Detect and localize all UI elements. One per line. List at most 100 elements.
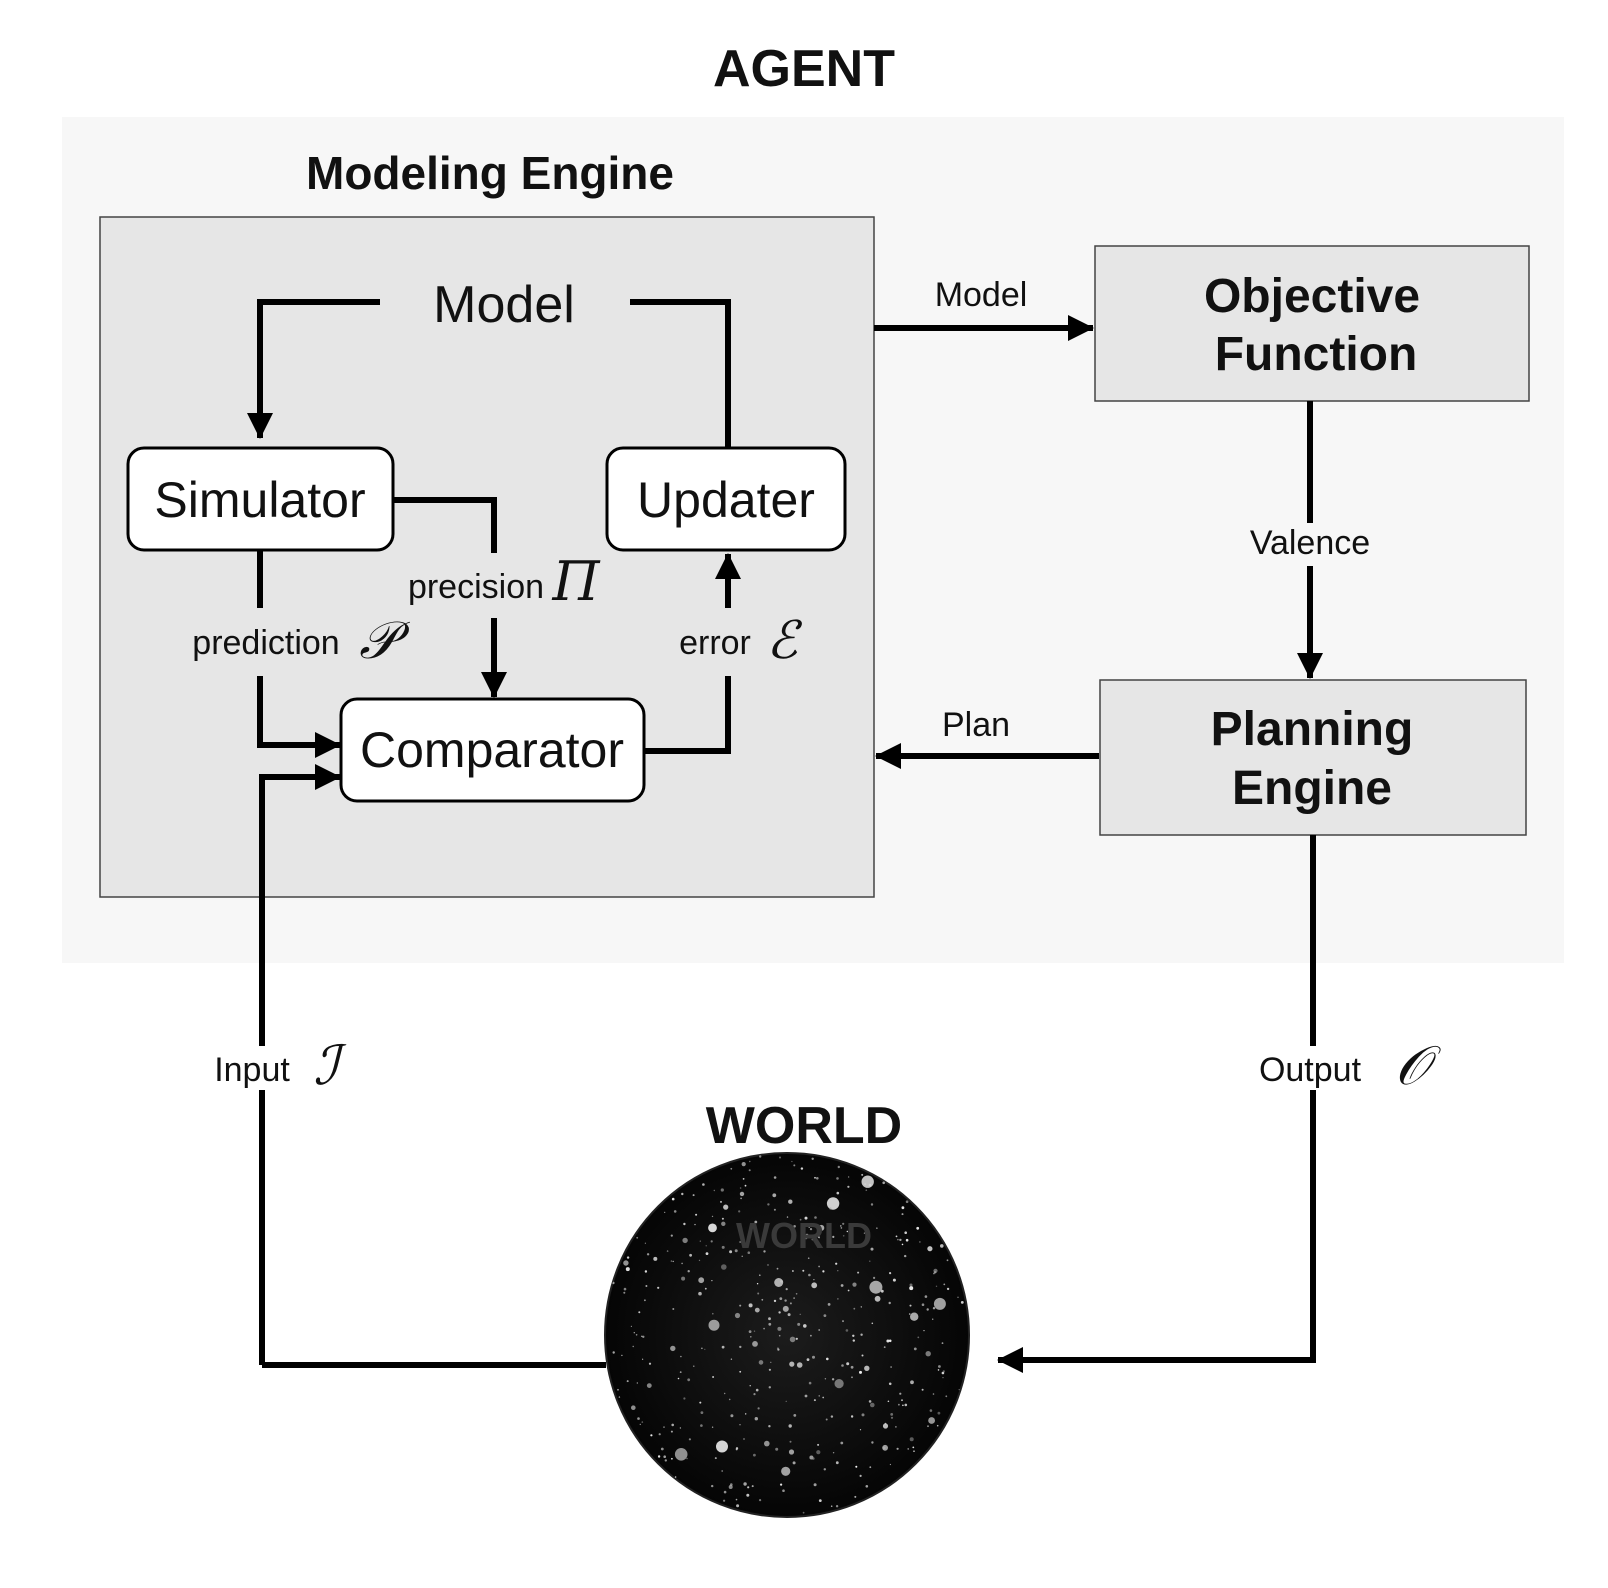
world-star <box>901 1206 905 1210</box>
world-star <box>739 1345 742 1349</box>
world-star <box>689 1253 692 1257</box>
world-star <box>728 1398 731 1401</box>
world-star <box>763 1250 766 1253</box>
world-star <box>919 1241 921 1243</box>
world-star <box>927 1425 929 1428</box>
model-label: Model <box>433 276 575 334</box>
world-star <box>637 1417 640 1420</box>
world-watermark: WORLD <box>736 1215 872 1256</box>
world-star <box>817 1443 820 1446</box>
world-star <box>822 1396 825 1399</box>
world-star <box>730 1414 734 1418</box>
world-star <box>734 1249 738 1253</box>
world-star <box>681 1276 686 1281</box>
world-star <box>813 1483 817 1487</box>
world-star <box>847 1185 850 1188</box>
world-star <box>721 1345 725 1349</box>
world-star <box>957 1296 959 1299</box>
world-star <box>721 1221 726 1227</box>
precision-label: precision <box>408 568 544 606</box>
world-star <box>799 1313 801 1315</box>
world-star <box>958 1389 960 1391</box>
world-star <box>842 1222 845 1225</box>
world-star <box>847 1289 850 1292</box>
world-star <box>751 1485 754 1488</box>
world-star <box>682 1237 688 1244</box>
world-star <box>679 1371 682 1373</box>
world-star <box>739 1191 745 1197</box>
world-star <box>618 1396 621 1398</box>
world-star <box>807 1257 810 1259</box>
world-star <box>803 1324 807 1328</box>
world-star <box>752 1341 758 1347</box>
world-star <box>849 1225 852 1228</box>
world-star <box>882 1423 889 1429</box>
world-star <box>890 1413 894 1416</box>
world-star <box>905 1238 909 1242</box>
world-star <box>936 1424 939 1427</box>
plan-label: Plan <box>942 706 1010 744</box>
world-star <box>756 1283 759 1285</box>
world-star <box>739 1370 742 1373</box>
world-star <box>721 1217 724 1220</box>
world-star <box>687 1378 691 1382</box>
world-star <box>761 1298 764 1301</box>
world-star <box>681 1262 683 1265</box>
world-star <box>742 1178 745 1180</box>
world-star <box>670 1345 676 1352</box>
prediction-to-comparator-wire <box>257 676 341 758</box>
world-star <box>743 1438 745 1440</box>
world-star <box>836 1177 839 1180</box>
planning-engine-line1: Planning <box>1211 703 1414 756</box>
world-star <box>648 1362 652 1365</box>
world-star <box>625 1267 630 1272</box>
world-star <box>829 1207 832 1210</box>
world-image: WORLD <box>604 1152 970 1518</box>
world-star <box>660 1447 664 1451</box>
world-star <box>730 1167 733 1170</box>
world-star <box>868 1400 872 1403</box>
world-star <box>646 1383 652 1388</box>
world-star <box>901 1213 904 1216</box>
world-star <box>909 1304 912 1307</box>
world-star <box>700 1411 704 1414</box>
world-star <box>767 1264 769 1266</box>
world-star <box>916 1226 920 1230</box>
world-star <box>664 1211 666 1213</box>
world-star <box>747 1486 750 1489</box>
world-star <box>837 1298 839 1300</box>
world-star <box>755 1388 759 1392</box>
planning-engine-node: Planning Engine <box>1099 679 1527 836</box>
world-star <box>933 1297 946 1310</box>
world-star <box>672 1308 675 1310</box>
world-star <box>812 1457 815 1460</box>
world-star <box>941 1342 944 1344</box>
world-star <box>644 1242 647 1244</box>
world-star <box>739 1187 742 1189</box>
world-star <box>750 1336 752 1338</box>
world-star <box>780 1483 783 1486</box>
world-star <box>612 1351 615 1354</box>
world-star <box>938 1365 941 1368</box>
world-star <box>757 1292 760 1295</box>
world-star <box>837 1165 840 1169</box>
world-star <box>644 1270 648 1273</box>
world-star <box>852 1339 855 1342</box>
world-star <box>864 1365 870 1372</box>
world-star <box>832 1235 835 1238</box>
world-star <box>917 1336 920 1339</box>
world-star <box>753 1393 756 1396</box>
world-star <box>671 1457 673 1460</box>
world-star <box>645 1285 648 1287</box>
world-star <box>806 1358 810 1361</box>
world-star <box>777 1326 782 1331</box>
world-star <box>804 1216 808 1220</box>
world-star <box>782 1305 789 1312</box>
world-star <box>828 1241 831 1245</box>
world-star <box>753 1453 756 1457</box>
error-label: error <box>679 624 751 662</box>
world-star <box>848 1236 854 1241</box>
world-star <box>708 1319 720 1331</box>
world-star <box>896 1447 899 1450</box>
world-star <box>735 1447 739 1450</box>
